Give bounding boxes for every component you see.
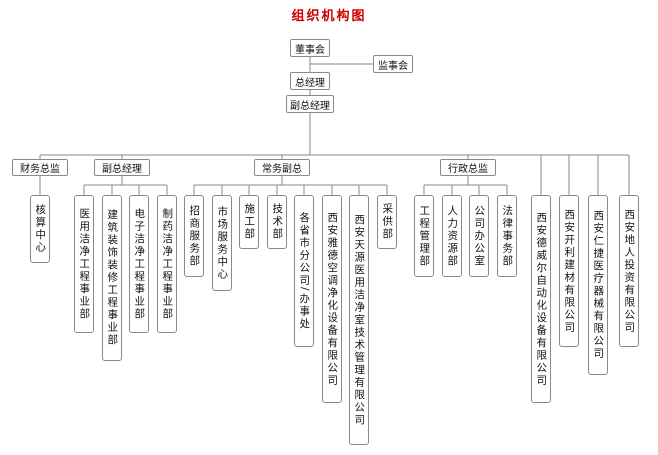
dept-box-1-1: 建筑装饰装修工程事业部 (102, 195, 122, 361)
gm-box: 总经理 (290, 72, 330, 90)
dept-box-2-3: 技术部 (267, 195, 287, 249)
dept-box-2-7: 采供部 (377, 195, 397, 249)
dept-box-2-4: 各省市分公司/办事处 (294, 195, 314, 347)
dept-box-2-6: 西安天源医用洁净室技术管理有限公司 (349, 195, 369, 445)
dept-box-3-2: 公司办公室 (469, 195, 489, 277)
dept-box-1-2: 电子洁净工程事业部 (129, 195, 149, 333)
subsidiary-box-2: 西安仁捷医疗器械有限公司 (588, 195, 608, 375)
subsidiary-box-1: 西安开利建材有限公司 (559, 195, 579, 347)
subsidiary-box-3: 西安地人投资有限公司 (619, 195, 639, 347)
manager-box-3: 行政总监 (440, 159, 496, 176)
manager-box-2: 常务副总 (254, 159, 310, 176)
dept-box-1-3: 制药洁净工程事业部 (157, 195, 177, 333)
chart-title: 组织机构图 (291, 9, 367, 24)
dept-box-0-0: 核算中心 (30, 195, 50, 263)
supervisory-box: 监事会 (373, 55, 413, 73)
deputy-gm-box: 副总经理 (286, 95, 334, 113)
dept-box-2-0: 招商服务部 (184, 195, 204, 277)
dept-box-3-1: 人力资源部 (442, 195, 462, 277)
dept-box-3-3: 法律事务部 (497, 195, 517, 277)
dept-box-1-0: 医用洁净工程事业部 (74, 195, 94, 333)
subsidiary-box-0: 西安德威尔自动化设备有限公司 (531, 195, 551, 403)
manager-box-1: 副总经理 (94, 159, 150, 176)
dept-box-2-1: 市场服务中心 (212, 195, 232, 291)
dept-box-2-5: 西安雅德空调净化设备有限公司 (322, 195, 342, 403)
dept-box-2-2: 施工部 (239, 195, 259, 249)
board-box: 董事会 (290, 39, 330, 57)
dept-box-3-0: 工程管理部 (414, 195, 434, 277)
manager-box-0: 财务总监 (12, 159, 68, 176)
